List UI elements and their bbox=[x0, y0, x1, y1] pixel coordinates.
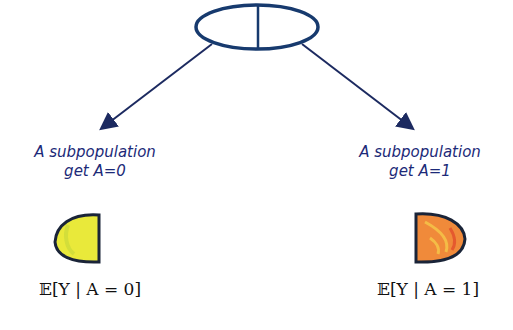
expectation-label: 𝔼[Y | A = 0] bbox=[5, 279, 175, 299]
split-arrow bbox=[302, 44, 412, 128]
population-ellipse bbox=[196, 5, 318, 49]
expectation-label: 𝔼[Y | A = 1] bbox=[348, 279, 508, 299]
shading bbox=[425, 222, 447, 254]
subpopulation-a1 bbox=[416, 214, 465, 262]
subpopulation-a0 bbox=[55, 215, 99, 262]
subpopulation-label: A subpopulation get A=1 bbox=[345, 143, 495, 181]
split-line bbox=[257, 5, 260, 49]
shading bbox=[66, 225, 74, 254]
subpopulation-label: A subpopulation get A=0 bbox=[20, 143, 170, 181]
split-arrow bbox=[102, 44, 212, 128]
shading bbox=[450, 228, 454, 250]
